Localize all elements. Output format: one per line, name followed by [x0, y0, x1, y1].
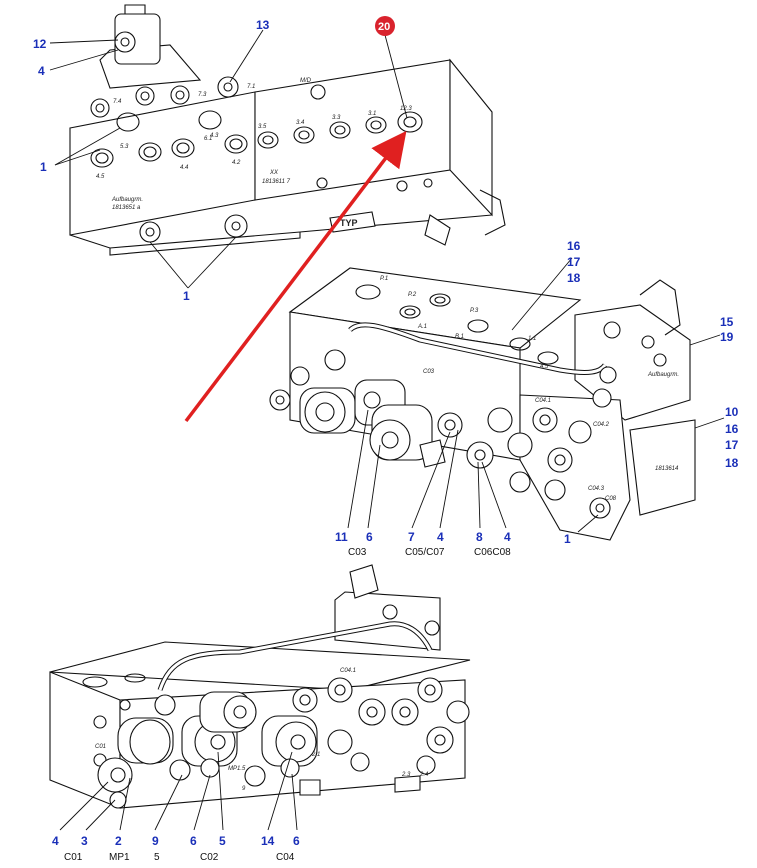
port-mark: MP1.5 [228, 766, 246, 772]
port-mark: 2.1 [311, 752, 320, 758]
callout-number: 13 [256, 18, 270, 32]
group-label: 5 [154, 852, 160, 863]
group-label: C04 [276, 852, 295, 863]
port-mark: P.2 [408, 292, 417, 298]
port-mark: 9 [242, 786, 246, 792]
port-mark: 3.5 [258, 124, 267, 130]
stamp: 1813614 [655, 466, 679, 472]
callout-number: 18 [567, 271, 581, 285]
reference-badge: 20 [375, 16, 395, 36]
callout-number: 5 [219, 834, 226, 848]
callout-number: 6 [366, 530, 373, 544]
callout-number: 15 [720, 315, 734, 329]
callout-number: 19 [720, 330, 734, 344]
bottom-callouts: 4 3 2 9 6 5 14 6 C01 MP1 5 C02 C04 [52, 834, 300, 863]
callout-number: 9 [152, 834, 159, 848]
port-mark: B.1 [455, 334, 464, 340]
red-pointer-arrow [184, 130, 407, 423]
port-mark: C04.2 [593, 422, 610, 428]
stamp: XX [269, 170, 279, 176]
callout-number: 14 [261, 834, 275, 848]
port-mark: 7.4 [113, 99, 122, 105]
port-mark: 6.1 [204, 136, 212, 142]
top-port-marks: 7.4 7.3 7.1 M/D 5.3 6.1 3.5 3.4 3.3 3.1 … [96, 78, 412, 228]
port-mark: 5.3 [120, 144, 129, 150]
top-callouts: 12 4 13 1 1 [33, 18, 270, 303]
port-mark: C01 [95, 744, 106, 750]
port-mark: 3.3 [332, 115, 341, 121]
bottom-valve-block [49, 564, 471, 809]
middle-callouts: 16 17 18 15 19 10 16 17 18 11 6 7 4 8 4 … [335, 239, 739, 558]
stamp: Aufbaugrm. [647, 372, 679, 378]
stamp-typ: TYP [340, 218, 358, 228]
callout-number: 10 [725, 405, 739, 419]
port-mark: C04.1 [535, 398, 551, 404]
middle-port-marks: P.1 P.2 A.1 P.3 B.1 1.1 4.5 C03 C04.1 C0… [380, 276, 679, 502]
callout-number: 18 [725, 456, 739, 470]
callout-number: 11 [335, 530, 348, 544]
callout-number: 1 [564, 532, 571, 546]
group-label: C02 [200, 852, 219, 863]
callout-number: 8 [476, 530, 483, 544]
callout-number: 1 [183, 289, 190, 303]
bottom-leaders [59, 751, 298, 831]
port-mark: P.3 [470, 308, 479, 314]
port-mark: 4.3 [210, 133, 219, 139]
stamp: 1813611 7 [262, 179, 291, 185]
group-label: C03 [348, 547, 367, 558]
callout-number: 4 [52, 834, 59, 848]
callout-number: 7 [408, 530, 415, 544]
port-mark: 4.4 [180, 165, 189, 171]
callout-number: 3 [81, 834, 88, 848]
port-mark: 2.4 [419, 772, 429, 778]
middle-valve-block [269, 267, 696, 541]
port-mark: A.1 [417, 324, 427, 330]
callout-number: 2 [115, 834, 122, 848]
bottom-port-marks: C01 C04.1 2.1 2.3 2.4 MP1.5 9 [95, 668, 429, 792]
callout-number: 17 [725, 438, 739, 452]
port-mark: C03 [423, 369, 435, 375]
port-mark: M/D [300, 78, 312, 84]
port-mark: C08 [605, 496, 617, 502]
top-valve-block [69, 4, 506, 256]
top-leaders [49, 29, 408, 289]
port-mark: 2.3 [401, 772, 411, 778]
port-mark: 4.2 [232, 160, 241, 166]
callout-number: 6 [293, 834, 300, 848]
callout-number: 4 [437, 530, 444, 544]
port-mark: 1.1 [528, 336, 536, 342]
stamp: Aufbaugrm. [111, 197, 143, 203]
port-mark: 3.1 [368, 111, 376, 117]
callout-number: 1 [40, 160, 47, 174]
group-label: C06C08 [474, 547, 511, 558]
callout-number: 12 [33, 37, 47, 51]
port-mark: 7.3 [198, 92, 207, 98]
callout-number: 16 [725, 422, 739, 436]
callout-number: 4 [504, 530, 511, 544]
port-mark: 7.1 [247, 84, 255, 90]
port-mark: 3.4 [296, 120, 305, 126]
group-label: C05/C07 [405, 547, 445, 558]
middle-leaders [347, 257, 725, 533]
port-mark: C04.3 [588, 486, 605, 492]
callout-number: 16 [567, 239, 581, 253]
callout-number: 17 [567, 255, 581, 269]
port-mark: C04.1 [340, 668, 356, 674]
callout-number: 4 [38, 64, 45, 78]
port-mark: 4.5 [540, 364, 549, 370]
stamp: 1813651 a [112, 205, 141, 211]
port-mark: 12.3 [400, 106, 412, 112]
port-mark: P.1 [380, 276, 388, 282]
callout-number: 6 [190, 834, 197, 848]
badge-number: 20 [378, 21, 390, 33]
group-label: C01 [64, 852, 83, 863]
port-mark: 4.5 [96, 174, 105, 180]
group-label: MP1 [109, 852, 130, 863]
